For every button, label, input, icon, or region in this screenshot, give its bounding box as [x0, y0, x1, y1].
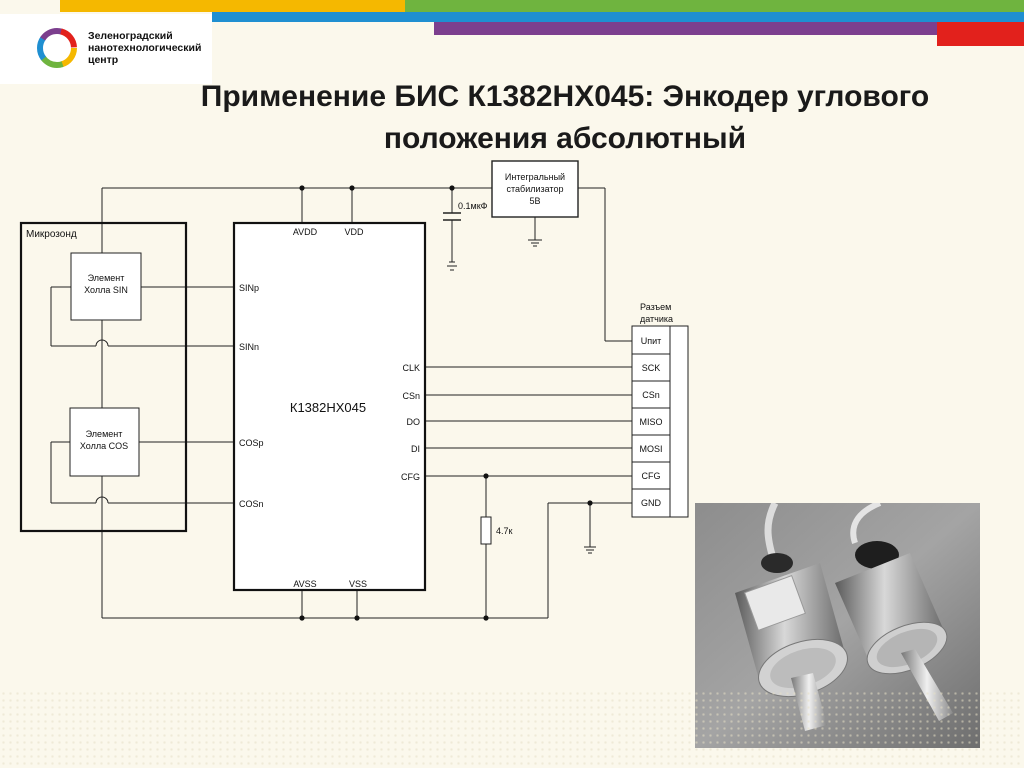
pin-cosn: COSn — [239, 499, 264, 509]
regulator-line-3: 5В — [529, 196, 540, 206]
pin-sinp: SINp — [239, 283, 259, 293]
logo-text: Зеленоградский нанотехнологический центр — [88, 30, 212, 66]
microprobe-label: Микрозонд — [26, 229, 77, 240]
pin-sinn: SINn — [239, 342, 259, 352]
top-bar-yellow — [60, 0, 405, 12]
pin-vdd: VDD — [344, 227, 364, 237]
pin-cosp: COSp — [239, 438, 264, 448]
regulator-box — [491, 160, 579, 218]
pin-vss: VSS — [349, 579, 367, 589]
connector-pin-mosi: MOSI — [639, 444, 662, 454]
slide-title: Применение БИС К1382НХ045: Энкодер углов… — [130, 76, 1000, 160]
microprobe-frame — [19, 221, 188, 533]
title-line-2: положения абсолютный — [383, 122, 747, 155]
regulator-line-1: Интегральный — [505, 172, 565, 182]
regulator-line-2: стабилизатор — [507, 184, 564, 194]
resistor — [480, 516, 492, 545]
capacitor — [443, 212, 461, 221]
decorative-dots — [0, 690, 1024, 768]
logo-ring-icon — [37, 28, 77, 68]
connector-title-2: датчика — [640, 314, 673, 324]
pin-csn: CSn — [402, 391, 420, 401]
connector-pin-miso: MISO — [639, 417, 662, 427]
hall-sin-line-1: Элемент — [88, 273, 125, 283]
chip-k1382nx045 — [232, 221, 427, 592]
connector-title-1: Разъем — [640, 302, 671, 312]
pin-di: DI — [411, 444, 420, 454]
connector-pin-gnd: GND — [641, 498, 662, 508]
chip-name: К1382НХ045 — [290, 400, 366, 415]
pin-clk: CLK — [402, 363, 420, 373]
connector-pin-csn: CSn — [642, 390, 660, 400]
pin-cfg: CFG — [401, 472, 420, 482]
pin-avss: AVSS — [293, 579, 316, 589]
capacitor-label: 0.1мкФ — [458, 201, 488, 211]
top-bar-green — [405, 0, 1024, 12]
top-bar-purple — [434, 22, 937, 35]
hall-sin-line-2: Холла SIN — [84, 285, 128, 295]
connector-pin-cfg: CFG — [642, 471, 661, 481]
pin-do: DO — [407, 417, 421, 427]
connector-pin-upit: Uпит — [641, 336, 662, 346]
logo-line-1: Зеленоградский — [88, 30, 173, 42]
logo — [0, 14, 212, 84]
hall-element-sin — [70, 252, 142, 321]
wires — [50, 187, 632, 619]
top-bar-red — [937, 22, 1024, 46]
junction-dots — [299, 185, 593, 621]
resistor-label: 4.7к — [496, 526, 513, 536]
hall-element-cos — [69, 407, 140, 477]
title-line-1: Применение БИС К1382НХ045: Энкодер углов… — [200, 80, 930, 113]
connector — [631, 325, 689, 518]
logo-line-2: нанотехнологический — [88, 42, 202, 54]
connector-pin-sck: SCK — [642, 363, 661, 373]
hall-cos-line-2: Холла COS — [80, 441, 128, 451]
pin-avdd: AVDD — [293, 227, 318, 237]
logo-line-3: центр — [88, 54, 119, 66]
hall-cos-line-1: Элемент — [86, 429, 123, 439]
top-bar-blue — [212, 12, 1024, 22]
